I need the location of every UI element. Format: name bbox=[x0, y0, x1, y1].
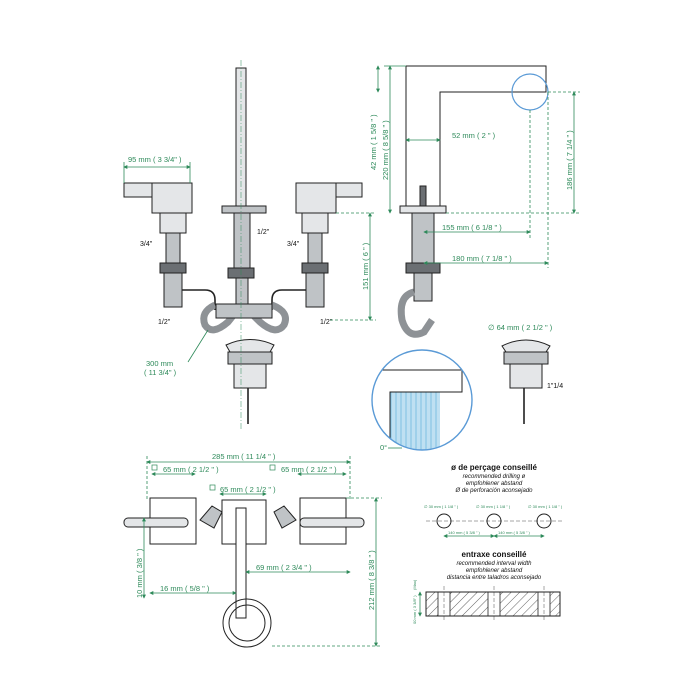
spacing-label-1: 140 mm ( 5 3/8 " ) bbox=[448, 530, 481, 535]
side-hose bbox=[397, 288, 435, 338]
top-spout-arm bbox=[235, 507, 247, 619]
dim-reach-1: 155 mm ( 6 1/8 " ) bbox=[442, 223, 502, 232]
drain-thread bbox=[233, 363, 267, 389]
hole-label-1: ∅ 30 mm ( 1 1/8 " ) bbox=[424, 504, 459, 509]
label-drain-thread: 1"1/4 bbox=[547, 383, 563, 390]
left-handle-body bbox=[151, 182, 193, 214]
right-valve-top bbox=[301, 212, 329, 234]
top-right-connector bbox=[273, 505, 297, 529]
dim-spout-total: 220 mm ( 8 5/8 " ) bbox=[381, 120, 390, 180]
left-hose-loop bbox=[200, 301, 239, 334]
spout-flange bbox=[221, 205, 267, 214]
drain-view: ∅ 64 mm ( 2 1/2 " ) 1"1/4 bbox=[488, 323, 563, 424]
label-right-outlet: 1/2" bbox=[320, 319, 333, 326]
hole-label-2: ∅ 30 mm ( 1 1/8 " ) bbox=[476, 504, 511, 509]
right-handle-body bbox=[295, 182, 337, 214]
hole-label-3: ∅ 30 mm ( 1 1/8 " ) bbox=[528, 504, 563, 509]
dim-hose-length-inch: ( 11 3/4" ) bbox=[144, 368, 177, 377]
left-hose-upper bbox=[182, 289, 216, 310]
drain2-thread bbox=[509, 363, 543, 389]
right-valve-shank bbox=[307, 232, 323, 264]
dim-right-flange: 65 mm ( 2 1/2 " ) bbox=[281, 465, 337, 474]
label-right-valve-thread: 3/4" bbox=[287, 241, 300, 248]
thickness-max: (Max) bbox=[412, 579, 417, 590]
drain2-cap bbox=[501, 339, 551, 353]
left-valve-connector bbox=[163, 272, 183, 308]
dim-thickness: 00 mm ( 3 3/8" ) bbox=[412, 595, 417, 624]
side-connector bbox=[413, 272, 433, 302]
dim-handle-width: 95 mm ( 3 3/4" ) bbox=[128, 155, 182, 164]
left-valve-top bbox=[159, 212, 187, 234]
spout-outline bbox=[406, 65, 547, 206]
right-valve-nut bbox=[301, 262, 329, 274]
dim-body-height: 151 mm ( 6 " ) bbox=[361, 242, 370, 290]
dim-spout-width: 52 mm ( 2 " ) bbox=[452, 131, 496, 140]
dim-spout-top: 42 mm ( 1 5/8 " ) bbox=[369, 114, 378, 170]
left-valve-shank bbox=[165, 232, 181, 264]
top-view: 285 mm ( 11 1/4 " ) 65 mm ( 2 1/2 " ) 65… bbox=[123, 452, 382, 648]
angle-label: 0° bbox=[380, 443, 387, 452]
drain-body bbox=[227, 351, 273, 365]
spacing-de: empfohlener abstand bbox=[466, 568, 523, 574]
drain-cap bbox=[225, 339, 275, 353]
dim-total-depth: 212 mm ( 8 3/8 " ) bbox=[367, 550, 376, 610]
dim-spout-offset: 16 mm ( 5/8 " ) bbox=[160, 584, 210, 593]
left-valve-nut bbox=[159, 262, 187, 274]
dim-spout-height: 186 mm ( 7 1/4 " ) bbox=[565, 130, 574, 190]
right-hose-upper bbox=[271, 289, 306, 310]
drilling-title: ø de perçage conseillé bbox=[451, 463, 537, 472]
dim-reach-2: 180 mm ( 7 1/8 " ) bbox=[452, 254, 512, 263]
side-lift-rod bbox=[419, 185, 427, 207]
front-view: 95 mm ( 3 3/4" ) 1/2" 3/4" 3/4" 1/2" 1/2… bbox=[123, 60, 376, 430]
spacing-label-2: 140 mm ( 5 3/8 " ) bbox=[498, 530, 531, 535]
dim-left-flange: 65 mm ( 2 1/2 " ) bbox=[163, 465, 219, 474]
top-spout-end-outer bbox=[222, 598, 272, 648]
dim-handle-depth: 10 mm ( 3/8 " ) bbox=[135, 548, 144, 598]
side-flange bbox=[399, 205, 447, 214]
dim-center-flange: 65 mm ( 2 1/2 " ) bbox=[220, 485, 276, 494]
drilling-es: Ø de perforación aconsejado bbox=[454, 488, 533, 494]
spout-shank bbox=[233, 212, 251, 274]
countertop-section bbox=[425, 591, 561, 617]
right-valve-connector bbox=[305, 272, 325, 308]
spacing-note: entraxe conseillé recommended interval w… bbox=[412, 550, 561, 624]
top-spout-end-inner bbox=[228, 604, 266, 642]
top-right-lever bbox=[299, 517, 365, 528]
dim-spout-projection: 69 mm ( 2 3/4 " ) bbox=[256, 563, 312, 572]
dim-hose-length: 300 mm bbox=[146, 359, 173, 368]
dim-drain-diameter: ∅ 64 mm ( 2 1/2 " ) bbox=[488, 323, 553, 332]
detail-view: 0° bbox=[371, 349, 473, 452]
drilling-de: empfohlener abstand bbox=[466, 481, 523, 487]
spacing-en: recommended interval width bbox=[456, 561, 532, 567]
label-spout-thread: 1/2" bbox=[257, 229, 270, 236]
top-left-lever bbox=[123, 517, 189, 528]
dim-total-width: 285 mm ( 11 1/4 " ) bbox=[212, 452, 276, 461]
side-nut bbox=[405, 262, 441, 274]
side-shank bbox=[411, 212, 435, 264]
right-hose-loop bbox=[247, 301, 289, 334]
drilling-en: recommended drilling ø bbox=[463, 474, 526, 480]
tee-connector bbox=[215, 303, 273, 319]
side-view: 42 mm ( 1 5/8 " ) 220 mm ( 8 5/8 " ) 186… bbox=[369, 65, 580, 338]
label-left-valve-thread: 3/4" bbox=[140, 241, 153, 248]
label-left-outlet: 1/2" bbox=[158, 319, 171, 326]
top-left-connector bbox=[199, 505, 223, 529]
spacing-es: distancia entre taladros aconsejado bbox=[447, 575, 542, 581]
drain2-body bbox=[503, 351, 549, 365]
spacing-title: entraxe conseillé bbox=[462, 550, 527, 559]
drilling-note: ø de perçage conseillé recommended drill… bbox=[424, 463, 563, 538]
